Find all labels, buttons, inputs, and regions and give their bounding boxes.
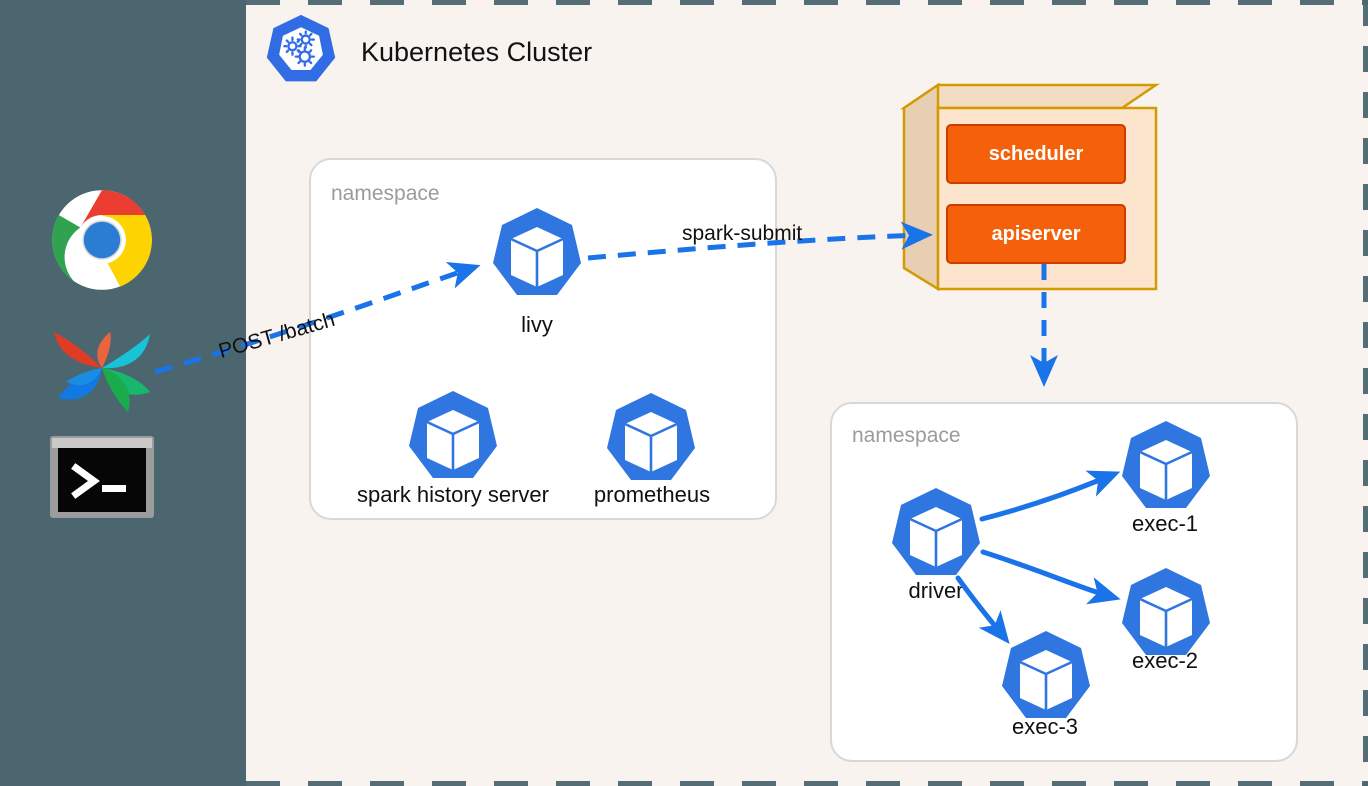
edge-label-spark-submit: spark-submit: [682, 222, 803, 245]
pod-spark-history-server-icon[interactable]: [405, 388, 501, 488]
pod-exec-3-icon[interactable]: [998, 628, 1094, 728]
pod-exec-1-icon[interactable]: [1118, 418, 1214, 518]
airflow-pinwheel-svg: [54, 332, 150, 412]
pod-label-exec-3: exec-3: [1011, 714, 1079, 739]
kubernetes-pod-icon: [1002, 631, 1090, 718]
control-plane-component-apiserver[interactable]: apiserver: [946, 204, 1126, 264]
panel-top-edge: [246, 0, 1368, 5]
pod-exec-2-icon[interactable]: [1118, 565, 1214, 665]
kubernetes-pod-icon: [607, 393, 695, 480]
control-plane-box: scheduler apiserver: [899, 82, 1161, 292]
kubernetes-pod-icon: [1122, 568, 1210, 655]
pod-prometheus-icon[interactable]: [603, 390, 699, 490]
kubernetes-pod-icon: [409, 391, 497, 478]
pod-label-driver: driver: [908, 578, 964, 603]
airflow-pinwheel-icon[interactable]: [50, 318, 154, 418]
pod-label-exec-2: exec-2: [1131, 648, 1199, 673]
kubernetes-pod-icon: [892, 488, 980, 575]
pod-label-livy: livy: [521, 312, 553, 337]
panel-right-edge: [1363, 0, 1368, 786]
pod-label-spark-history-server: spark history server: [357, 482, 549, 507]
kubernetes-pod-icon: [1122, 421, 1210, 508]
client-tools-sidebar: [0, 0, 246, 786]
kubernetes-pod-icon: [493, 208, 581, 295]
pod-driver-icon[interactable]: [888, 485, 984, 585]
namespace-label-left: namespace: [331, 182, 440, 205]
chrome-icon[interactable]: [50, 188, 154, 292]
namespace-label-right: namespace: [852, 424, 961, 447]
kubernetes-logo-icon: [263, 12, 339, 93]
terminal-icon[interactable]: [50, 436, 154, 518]
panel-bottom-edge: [246, 781, 1368, 786]
pod-livy-icon[interactable]: [489, 205, 585, 305]
terminal-icon-svg: [50, 436, 154, 518]
chrome-icon-svg: [52, 190, 152, 290]
pod-label-prometheus: prometheus: [593, 482, 711, 507]
kubernetes-logo-svg: [266, 14, 336, 82]
page-title: Kubernetes Cluster: [361, 37, 593, 67]
cluster-header: Kubernetes Cluster: [263, 12, 592, 93]
control-plane-component-scheduler[interactable]: scheduler: [946, 124, 1126, 184]
pod-label-exec-1: exec-1: [1131, 511, 1199, 536]
